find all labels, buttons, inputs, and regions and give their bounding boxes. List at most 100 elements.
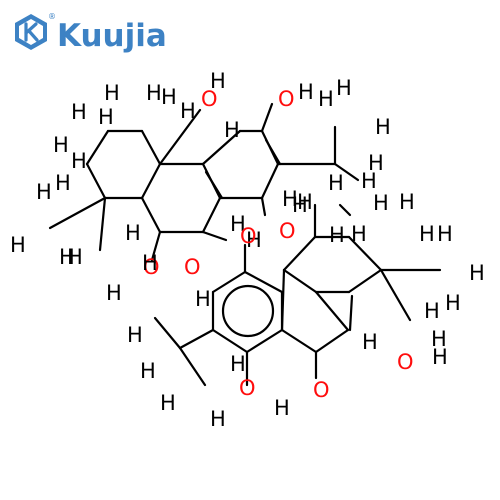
hydrogen-atom-label: H (445, 291, 461, 315)
hydrogen-atom-label: H (282, 187, 298, 211)
oxygen-atom-label: O (397, 350, 414, 374)
hydrogen-atom-label: H (361, 169, 377, 193)
hydrogen-atom-label: H (437, 222, 453, 246)
bond-line (333, 162, 360, 182)
bond-line (245, 328, 284, 354)
bond-line (140, 162, 162, 200)
hydrogen-atom-label: H (142, 251, 158, 275)
hydrogen-atom-label: H (329, 223, 345, 247)
hydrogen-atom-label: H (67, 245, 83, 269)
bond-line (150, 230, 162, 262)
bond-line (338, 203, 352, 217)
bond-line (211, 328, 249, 354)
hydrogen-atom-label: H (195, 287, 211, 311)
bond-line (85, 129, 110, 166)
hydrogen-atom-label: H (297, 190, 313, 214)
hydrogen-atom-label: H (328, 171, 344, 195)
hydrogen-atom-label: H (292, 193, 308, 217)
bond-line (348, 294, 354, 332)
hydrogen-atom-label: H (104, 81, 120, 105)
hydrogen-atom-label: H (210, 69, 226, 93)
hydrogen-atom-label: H (246, 228, 262, 252)
hydrogen-atom-label: H (419, 222, 435, 246)
hydrogen-atom-label: H (160, 391, 176, 415)
hydrogen-atom-label: H (180, 99, 196, 123)
bond-line (347, 268, 383, 294)
hydrogen-atom-label: H (10, 233, 26, 257)
hydrogen-atom-label: H (71, 149, 87, 173)
hydrogen-atom-label: H (230, 212, 246, 236)
hydrogen-atom-label: H (71, 100, 87, 124)
hydrogen-atom-label: H (431, 327, 447, 351)
hydrogen-atom-label: H (318, 87, 334, 111)
hydrogen-atom-label: H (55, 171, 71, 195)
bond-line (201, 230, 228, 242)
hydrogen-atom-label: H (373, 191, 389, 215)
bond-line (243, 270, 284, 294)
oxygen-atom-label: O (184, 255, 201, 279)
bond-line (158, 108, 202, 166)
bonds-layer (48, 102, 442, 387)
hydrogen-atom-label: H (424, 299, 440, 323)
logo-text: Kuujia (57, 18, 167, 54)
bond-line (347, 235, 383, 272)
oxygen-atom-label: O (279, 219, 296, 243)
bond-line (201, 196, 222, 234)
bond-line (260, 196, 267, 217)
bond-line (314, 290, 350, 332)
bond-line (280, 328, 318, 354)
bond-line (264, 138, 282, 166)
oxygen-atom-label: O (239, 376, 256, 400)
hydrogen-atom-label: H (336, 76, 352, 100)
bond-line (85, 162, 107, 200)
hydrogen-atom-label: H (161, 85, 177, 109)
bond-line (140, 196, 162, 234)
bond-line (211, 270, 247, 294)
hydrogen-atom-label: H (224, 118, 240, 142)
oxygen-atom-label: O (240, 224, 257, 248)
bond-line (201, 129, 242, 166)
bond-line (260, 102, 274, 133)
bond-line (153, 316, 182, 350)
hydrogen-atom-label: H (106, 281, 122, 305)
hydrogen-atom-label: H (98, 105, 114, 129)
hydrogen-atom-label: H (146, 81, 162, 105)
hydrogen-atom-label: H (368, 151, 384, 175)
registered-mark: ® (48, 12, 56, 21)
bond-line (379, 268, 412, 322)
bond-line (178, 346, 207, 387)
hydrogen-atom-label: H (351, 222, 367, 246)
bond-line (260, 162, 280, 200)
oxygen-atom-label: O (143, 255, 160, 279)
hydrogen-atom-label: H (127, 323, 143, 347)
hydrogen-atom-label: H (298, 80, 314, 104)
hydrogen-atom-label: H (230, 352, 246, 376)
bond-line (140, 129, 162, 166)
hydrogen-atom-label: H (125, 221, 141, 245)
kuujia-logo: ® Kuujia (15, 12, 167, 54)
hydrogen-atom-label: H (140, 359, 156, 383)
bond-line (204, 170, 224, 200)
bond-line (178, 328, 215, 350)
hydrogen-atom-label: H (469, 261, 485, 285)
hydrogen-atom-label: H (210, 407, 226, 431)
aromatic-ring-circle (221, 284, 275, 338)
hydrogen-atom-label: H (432, 345, 448, 369)
hydrogen-atom-label: H (399, 190, 415, 214)
hydrogen-atom-label: H (59, 245, 75, 269)
hexagon-k-icon (15, 14, 47, 50)
bond-line (48, 196, 107, 230)
oxygen-atom-label: O (201, 87, 218, 111)
bond-line (282, 268, 318, 294)
hydrogen-atom-label: H (36, 180, 52, 204)
bond-line (98, 196, 107, 252)
oxygen-atom-label: O (313, 378, 330, 402)
hydrogen-atom-label: H (375, 115, 391, 139)
bond-line (282, 235, 317, 272)
oxygen-atom-label: O (278, 87, 295, 111)
hydrogen-atom-label: H (362, 330, 378, 354)
hydrogen-atom-label: H (274, 396, 290, 420)
hydrogen-atom-label: H (53, 133, 69, 157)
